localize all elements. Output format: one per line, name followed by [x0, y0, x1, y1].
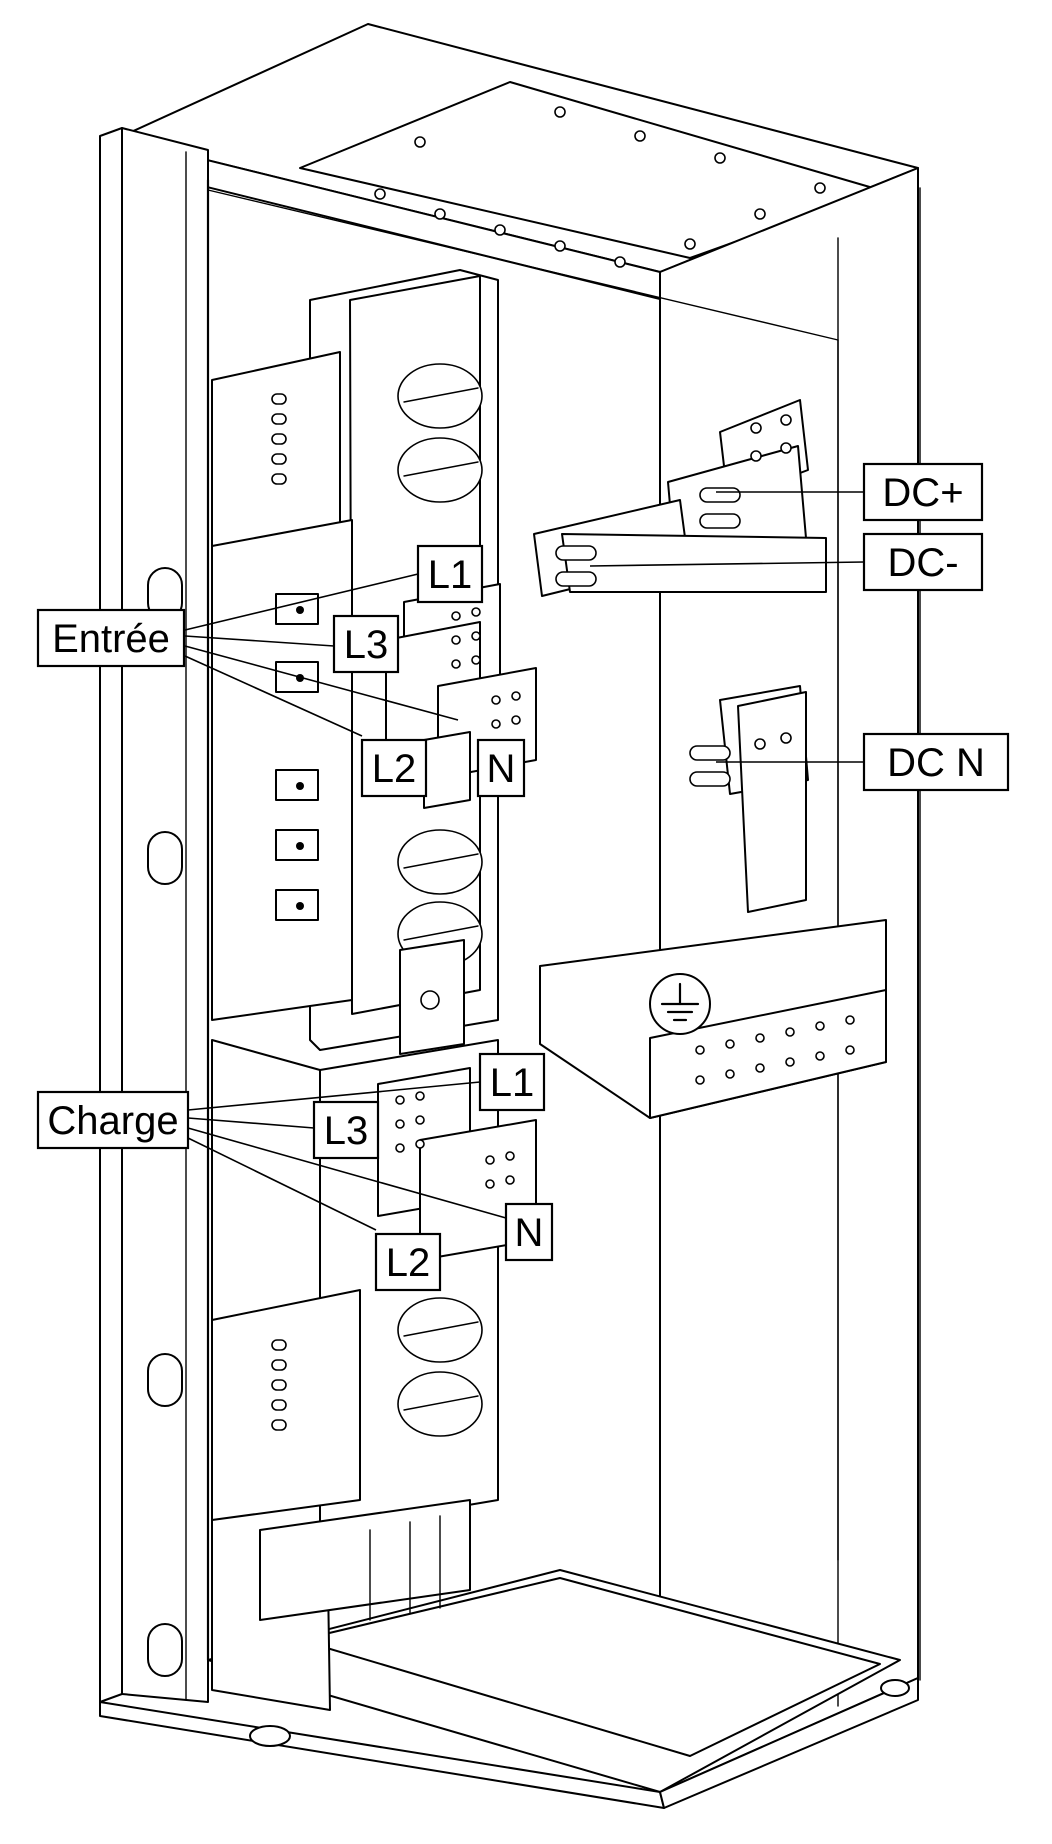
- label-load-l2: L2: [374, 1232, 442, 1292]
- dc-busbars: [533, 399, 827, 913]
- label-load-l1: L1: [478, 1052, 546, 1112]
- label-dc-plus: DC+: [862, 462, 984, 522]
- label-dc-n: DC N: [862, 732, 1010, 792]
- leader-lines: [184, 491, 865, 1231]
- label-load-n-text: N: [515, 1211, 544, 1255]
- label-input-group: Entrée: [36, 608, 186, 668]
- label-dc-minus: DC-: [862, 532, 984, 592]
- label-dc-plus-text: DC+: [882, 471, 963, 515]
- label-load-l2-text: L2: [386, 1241, 431, 1285]
- ground-bar: [399, 919, 887, 1119]
- label-load-group: Charge: [36, 1090, 190, 1150]
- label-input-l1-text: L1: [428, 553, 473, 597]
- label-input-l3: L3: [332, 614, 400, 674]
- label-input-l1: L1: [416, 544, 484, 604]
- ground-symbol-icon: [649, 973, 711, 1035]
- top-cover-bolts: [374, 106, 826, 268]
- label-dc-minus-text: DC-: [887, 541, 958, 585]
- label-load-l3: L3: [312, 1100, 380, 1160]
- label-load-group-text: Charge: [47, 1099, 178, 1143]
- label-dc-n-text: DC N: [887, 741, 985, 785]
- label-input-group-text: Entrée: [52, 617, 170, 661]
- label-input-n: N: [476, 738, 526, 798]
- label-input-l2: L2: [360, 738, 428, 798]
- label-load-l3-text: L3: [324, 1109, 369, 1153]
- label-load-n: N: [504, 1202, 554, 1262]
- label-input-l3-text: L3: [344, 623, 389, 667]
- label-input-n-text: N: [487, 747, 516, 791]
- label-input-l2-text: L2: [372, 747, 417, 791]
- label-load-l1-text: L1: [490, 1061, 535, 1105]
